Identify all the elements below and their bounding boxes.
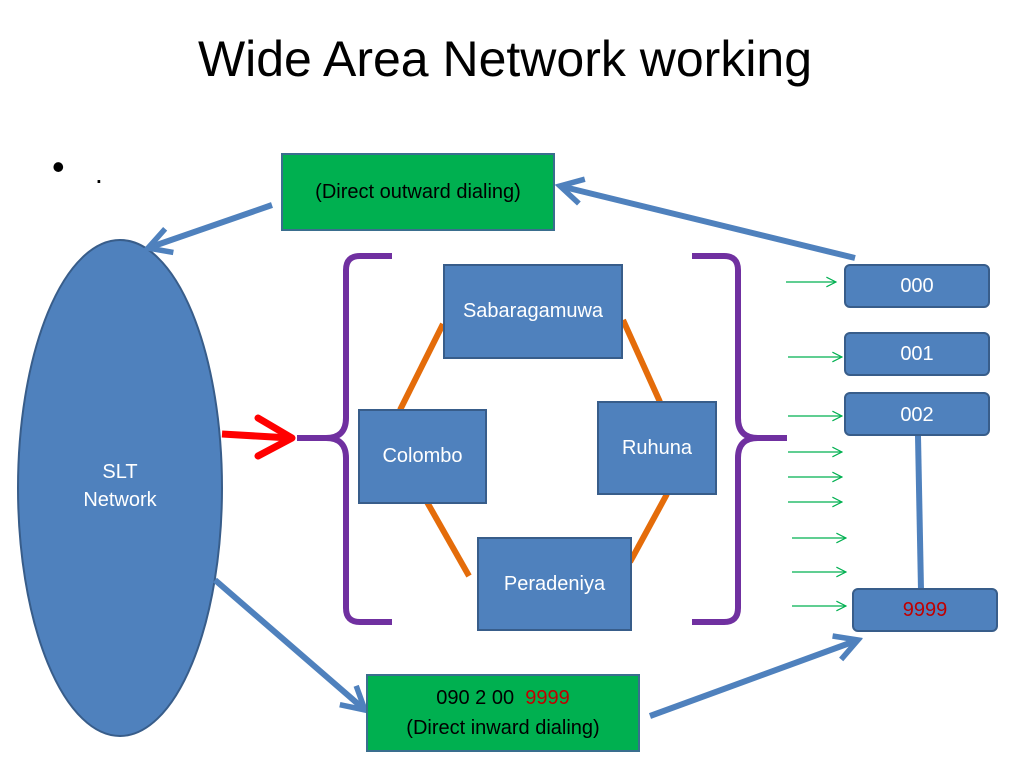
colombo-label: Colombo (382, 445, 463, 467)
left-brace (297, 253, 392, 625)
arrow-slt-to-did (213, 577, 365, 710)
link-colombo-sabaragamuwa (397, 322, 446, 412)
arrow-did-to-9999 (648, 640, 858, 719)
arrow-000-to-dod (560, 186, 856, 261)
extension-002-label: 002 (900, 404, 934, 426)
slt-label-line2: Network (83, 489, 157, 511)
dod-label: (Direct outward dialing) (315, 180, 521, 203)
did-extension: 9999 (525, 687, 570, 709)
link-sabaragamuwa-ruhuna (620, 318, 663, 404)
slt-network-label: SLT Network (40, 458, 200, 514)
red-arrow-shaft (221, 430, 291, 442)
ruhuna-box: Ruhuna (597, 401, 717, 495)
extension-001-box: 001 (844, 332, 990, 376)
link-ruhuna-peradeniya (627, 492, 670, 564)
peradeniya-box: Peradeniya (477, 537, 632, 631)
extension-002-box: 002 (844, 392, 990, 436)
peradeniya-label: Peradeniya (503, 572, 606, 595)
sabaragamuwa-box: Sabaragamuwa (443, 264, 623, 359)
slide-title: Wide Area Network working (197, 31, 813, 87)
direct-outward-dialing-box: (Direct outward dialing) (281, 153, 555, 231)
sabaragamuwa-label: Sabaragamuwa (462, 300, 604, 322)
direct-inward-dialing-box: 090 2 00 9999 (Direct inward dialing) (366, 674, 640, 752)
extension-9999-box: 9999 (852, 588, 998, 632)
extension-000-label: 000 (900, 274, 934, 297)
extension-9999-label: 9999 (902, 598, 948, 621)
colombo-box: Colombo (358, 409, 487, 504)
did-number-line: 090 2 00 9999 (436, 683, 569, 713)
arrow-dod-to-slt (148, 202, 273, 248)
did-number: 090 2 00 (436, 687, 515, 709)
link-colombo-peradeniya (424, 500, 472, 578)
slt-label-line1: SLT (102, 461, 138, 483)
bullet-symbol: • (52, 146, 65, 187)
bullet-text: . (95, 158, 103, 189)
extension-000-box: 000 (844, 264, 990, 308)
right-brace (692, 253, 787, 625)
red-arrow-head (254, 414, 296, 460)
ruhuna-label: Ruhuna (621, 437, 693, 459)
did-label: (Direct inward dialing) (406, 717, 600, 739)
connector-002-to-9999 (915, 435, 924, 591)
extension-001-label: 001 (900, 342, 934, 365)
slt-network-ellipse (17, 239, 223, 737)
